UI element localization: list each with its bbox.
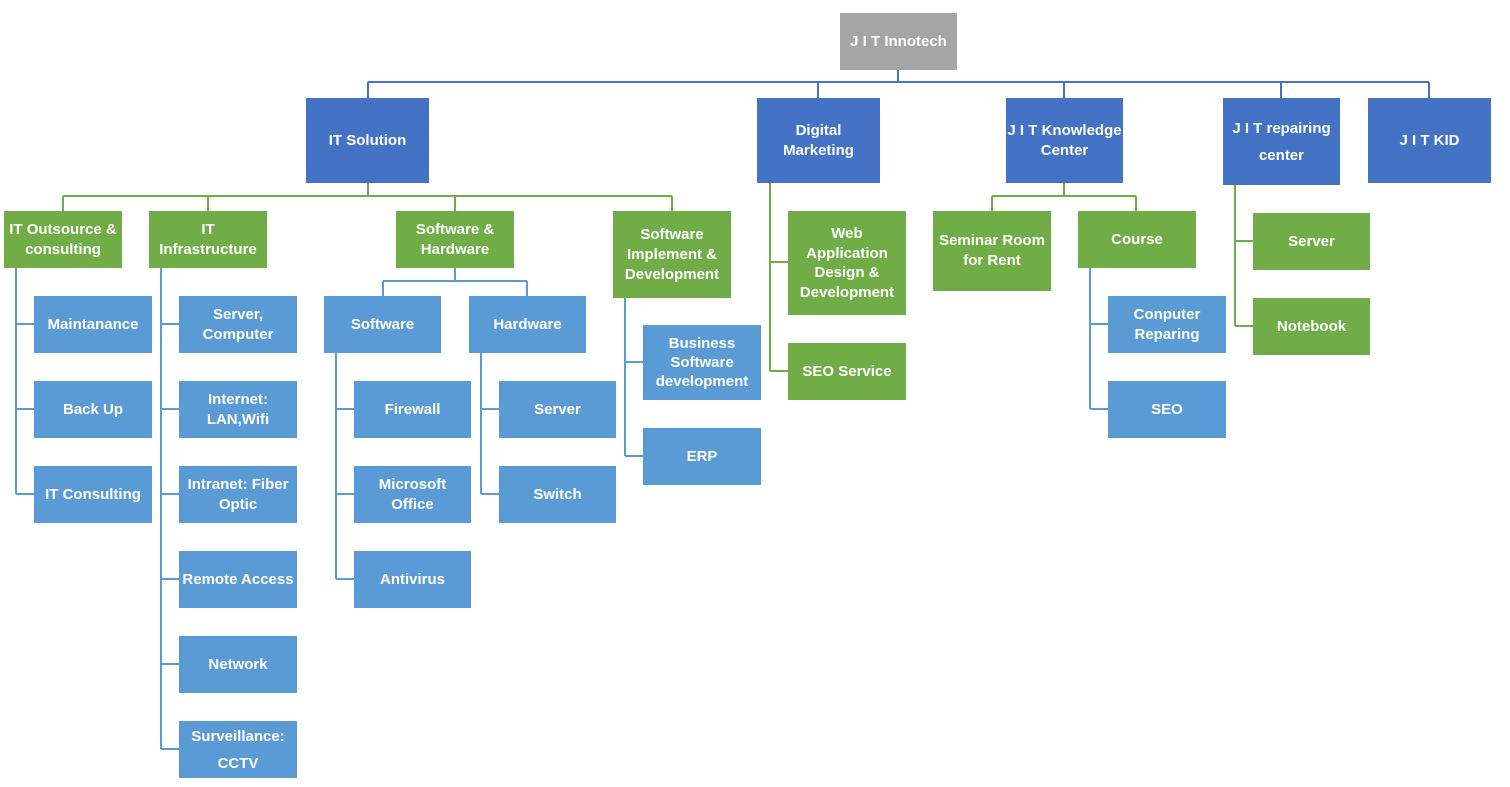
root-connectors <box>367 70 1430 98</box>
node-microsoft-office[interactable]: Microsoft Office <box>354 466 471 523</box>
it-solution-connectors <box>62 183 673 211</box>
node-hardware[interactable]: Hardware <box>469 296 586 353</box>
node-maintanance[interactable]: Maintanance <box>34 296 152 353</box>
node-seo-service[interactable]: SEO Service <box>788 343 906 400</box>
node-firewall[interactable]: Firewall <box>354 381 471 438</box>
node-seo[interactable]: SEO <box>1108 381 1226 438</box>
node-computer-reparing[interactable]: Conputer Reparing <box>1108 296 1226 353</box>
node-network[interactable]: Network <box>179 636 297 693</box>
node-surveillance-cctv[interactable]: Surveillance: CCTV <box>179 721 297 778</box>
node-hardware-server[interactable]: Server <box>499 381 616 438</box>
node-software-implement[interactable]: Software Implement & Development <box>613 211 731 298</box>
course-connectors <box>1089 268 1108 410</box>
node-server-computer[interactable]: Server, Computer <box>179 296 297 353</box>
node-seminar-room[interactable]: Seminar Room for Rent <box>933 211 1051 291</box>
node-back-up[interactable]: Back Up <box>34 381 152 438</box>
node-switch[interactable]: Switch <box>499 466 616 523</box>
node-it-infrastructure[interactable]: IT Infrastructure <box>149 211 267 268</box>
node-it-outsource[interactable]: IT Outsource & consulting <box>4 211 122 268</box>
sw-hw-connectors <box>335 268 528 580</box>
infrastructure-connectors <box>160 268 179 750</box>
implement-connectors <box>624 298 643 457</box>
repairing-center-connectors <box>1234 185 1253 327</box>
node-repair-server[interactable]: Server <box>1253 213 1370 270</box>
knowledge-center-connectors <box>991 183 1137 211</box>
node-antivirus[interactable]: Antivirus <box>354 551 471 608</box>
node-it-consulting[interactable]: IT Consulting <box>34 466 152 523</box>
node-notebook[interactable]: Notebook <box>1253 298 1370 355</box>
node-erp[interactable]: ERP <box>643 428 761 485</box>
node-digital-marketing[interactable]: Digital Marketing <box>757 98 880 183</box>
node-course[interactable]: Course <box>1078 211 1196 268</box>
outsource-connectors <box>15 268 34 495</box>
node-software-hardware[interactable]: Software & Hardware <box>396 211 514 268</box>
node-internet[interactable]: Internet: LAN,Wifi <box>179 381 297 438</box>
node-jit-kid[interactable]: J I T KID <box>1368 98 1491 183</box>
node-it-solution[interactable]: IT Solution <box>306 98 429 183</box>
digital-marketing-connectors <box>769 183 788 372</box>
node-software[interactable]: Software <box>324 296 441 353</box>
node-root[interactable]: J I T Innotech <box>840 13 957 70</box>
node-remote-access[interactable]: Remote Access <box>179 551 297 608</box>
node-web-application[interactable]: Web Application Design & Development <box>788 211 906 315</box>
node-knowledge-center[interactable]: J I T Knowledge Center <box>1006 98 1123 183</box>
node-intranet[interactable]: Intranet: Fiber Optic <box>179 466 297 523</box>
node-business-software[interactable]: Business Software development <box>643 325 761 400</box>
node-repairing-center[interactable]: J I T repairing center <box>1223 98 1340 185</box>
